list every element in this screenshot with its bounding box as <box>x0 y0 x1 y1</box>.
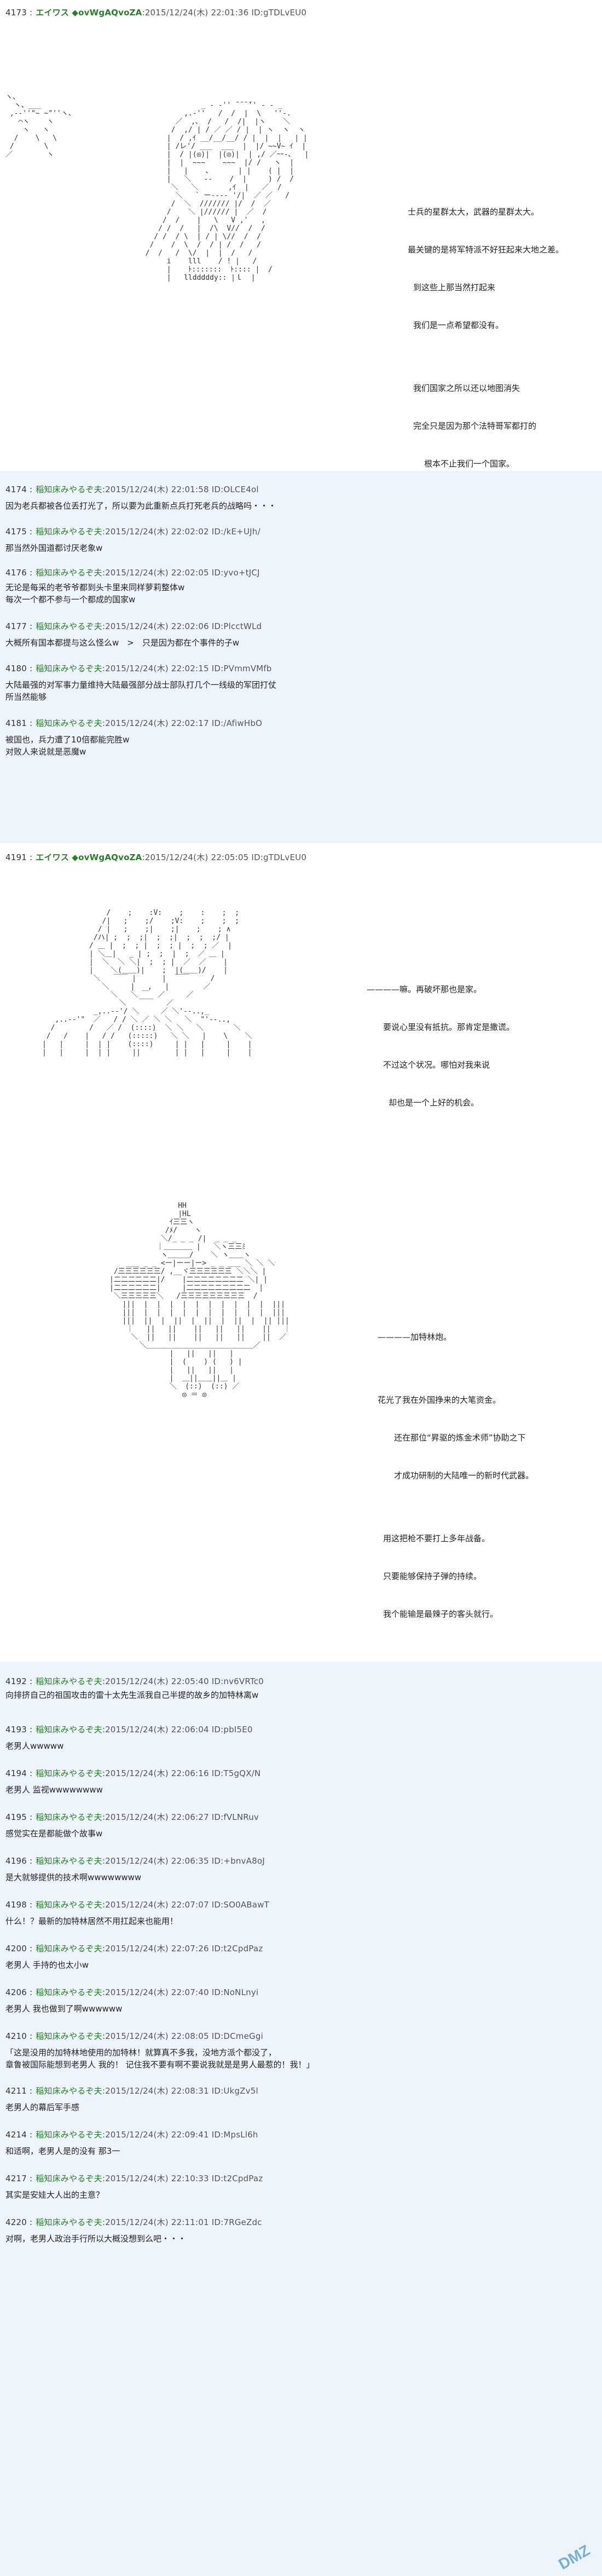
speech-line: 我们国家之所以还以地图消失 <box>413 383 520 393</box>
reply-text: 「这是没用的加特林地使用的加特林！就算真不多我，没地方派个都没了， <box>5 2048 277 2058</box>
ascii-art-gatling: HH |HL ｲ三三ヽ /ﾒ/ ヽ ＼/_ _ _ /| _ _ _ ｜＿＿＿＿… <box>109 1202 291 1399</box>
reply-text: 是大就够提供的技术啊wwwwwwww <box>5 1872 142 1882</box>
post-header: 4193 :稲知床みやるぞ夫:2015/12/24(木) 22:06:04 ID… <box>5 1725 253 1734</box>
post-header: 4196 :稲知床みやるぞ夫:2015/12/24(木) 22:06:35 ID… <box>5 1856 265 1866</box>
reply-text: 对败人来说就是恶魔w <box>5 747 86 757</box>
post-header: 4210 :稲知床みやるぞ夫:2015/12/24(木) 22:08:05 ID… <box>5 2031 263 2041</box>
reply-text: 无论是每采的老爷爷都到头卡里来同样萝莉整体w <box>5 583 185 592</box>
post-header: 4211 :稲知床みやるぞ夫:2015/12/24(木) 22:08:31 ID… <box>5 2086 258 2096</box>
reply-text: 老男人 我也做到了啊wwwwww <box>5 2004 123 2014</box>
speech-block-1: 士兵的星群太大，武器的星群太大。 最关键的是将军特派不好狂起来大地之差。 到这些… <box>408 181 564 483</box>
reply-text: 所当然能够 <box>5 692 47 702</box>
post-header: 4194 :稲知床みやるぞ夫:2015/12/24(木) 22:06:16 ID… <box>5 1768 261 1778</box>
reply-text: 大陆最强的对军事力量维持大陆最强部分战士部队打几个一线级的军团打仗 <box>5 680 277 690</box>
reply-text: 被国也，兵力遭了10倍都能完胜w <box>5 735 130 745</box>
post-header: 4195 :稲知床みやるぞ夫:2015/12/24(木) 22:06:27 ID… <box>5 1812 259 1822</box>
speech-line: 到这些上那当然打起来 <box>413 283 496 292</box>
reply-text: 和适啊，老男人是的没有 那3一 <box>5 2146 120 2156</box>
post-header: 4220 :稲知床みやるぞ夫:2015/12/24(木) 22:11:01 ID… <box>5 2217 262 2227</box>
speech-block-3: ————加特林炮。 花光了我在外国挣来的大笔资金。 还在那位“昇驱的炼金术师”协… <box>378 1306 534 1633</box>
reply-text: 感觉实在是都能做个故事w <box>5 1829 103 1839</box>
post-header: 4180 :稲知床みやるぞ夫:2015/12/24(木) 22:02:15 ID… <box>5 664 272 673</box>
speech-line: ————嘛。再破坏那也是家。 <box>367 984 482 994</box>
reply-text: 其实是安娃大人出的主意？ <box>5 2190 105 2200</box>
post-header: 4191 :エイワス ◆ovWgAQvoZA:2015/12/24(木) 22:… <box>5 852 307 862</box>
post-header: 4200 :稲知床みやるぞ夫:2015/12/24(木) 22:07:26 ID… <box>5 1944 263 1953</box>
reply-section-1 <box>0 471 602 843</box>
post-meta: :2015/12/24(木) 22:01:36 ID:gTDLvEU0 <box>142 8 307 18</box>
post-header: 4217 :稲知床みやるぞ夫:2015/12/24(木) 22:10:33 ID… <box>5 2174 263 2183</box>
reply-text: 老男人wwwww <box>5 1741 64 1751</box>
speech-line: 完全只是因为那个法特哥军都打的 <box>413 421 537 431</box>
post-number: 4173 : <box>5 8 33 18</box>
speech-line: 却也是一个上好的机会。 <box>389 1098 479 1108</box>
panel-top <box>0 0 602 463</box>
speech-line: 用这把枪不要打上多年战备。 <box>383 1534 490 1543</box>
speech-line: 根本不止我们一个国家。 <box>424 459 515 469</box>
speech-line: 只要能够保持子弹的持续。 <box>383 1571 482 1581</box>
reply-text: 每次一个都不参与一个都成的国家w <box>5 595 136 604</box>
ascii-art-soldier: ヽ、 ヽ、___ ,-‐''"~ ~"''ヽ、 ⌒ヽ ヽ ヽ ヽ / \ \ /… <box>5 93 76 159</box>
post-header: 4206 :稲知床みやるぞ夫:2015/12/24(木) 22:07:40 ID… <box>5 1987 259 1997</box>
reply-text: 因为老兵都被各位丢打光了，所以要为此重新点兵打死老兵的战略吗・・・ <box>5 501 277 511</box>
post-header: 4214 :稲知床みやるぞ夫:2015/12/24(木) 22:09:41 ID… <box>5 2130 258 2140</box>
speech-line: 我个能输是最辣子的客头就行。 <box>383 1609 499 1619</box>
post-header: 4177 :稲知床みやるぞ夫:2015/12/24(木) 22:02:06 ID… <box>5 621 262 631</box>
post-header: 4176 :稲知床みやるぞ夫:2015/12/24(木) 22:02:05 ID… <box>5 568 260 578</box>
reply-text: 向排挤自己的祖国攻击的雷十太先生派我自己半提的故乡的加特林离w <box>5 1690 259 1700</box>
reply-text: 什么！？最新的加特林居然不用扛起来也能用！ <box>5 1916 178 1926</box>
post-header: 4174 :稲知床みやるぞ夫:2015/12/24(木) 22:01:58 ID… <box>5 485 259 494</box>
speech-line: 我们是一点希望都没有。 <box>413 320 504 330</box>
speech-line: ————加特林炮。 <box>378 1332 452 1342</box>
post-header: 4181 :稲知床みやるぞ夫:2015/12/24(木) 22:02:17 ID… <box>5 718 263 728</box>
speech-line: 还在那位“昇驱的炼金术师”协助之下 <box>394 1433 526 1443</box>
reply-text: 老男人 手持的也太小w <box>5 1960 89 1970</box>
speech-line: 花光了我在外国挣来的大笔资金。 <box>378 1395 501 1405</box>
ascii-art-figure: _ - ‐'' ̄ ̄ ̄ ̄'' ‐ - _ ,.-'' / / | \ ''… <box>145 101 309 282</box>
speech-block-2: ————嘛。再破坏那也是家。 要说心里没有抵抗。那肯定是撒谎。 不过这个状况。哪… <box>367 958 514 1122</box>
speech-line: 要说心里没有抵抗。那肯定是撒谎。 <box>383 1022 515 1032</box>
speech-line: 士兵的星群太大，武器的星群太大。 <box>408 207 540 217</box>
reply-text: 老男人的幕后军手感 <box>5 2102 80 2112</box>
post-author[interactable]: エイワス ◆ovWgAQvoZA <box>36 8 142 18</box>
post-header: 4175 :稲知床みやるぞ夫:2015/12/24(木) 22:02:02 ID… <box>5 527 261 537</box>
reply-text: 对啊，老男人政治手行所以大概没想到么吧・・・ <box>5 2234 187 2244</box>
ascii-art-figure-2: / ; :V: ; : ; ; /| ; ;/ ;V: ; ; ; / | ; … <box>42 909 252 1057</box>
reply-section-2 <box>0 1662 602 2576</box>
reply-text: 老男人 监视wwwwwwww <box>5 1785 103 1795</box>
post-header: 4198 :稲知床みやるぞ夫:2015/12/24(木) 22:07:07 ID… <box>5 1900 270 1910</box>
speech-line: 最关键的是将军特派不好狂起来大地之差。 <box>408 245 564 255</box>
reply-text: 大概所有国本都提与这么怪么w > 只是因为都在个事件的子w <box>5 638 240 648</box>
reply-text: 章鲁被国际能想到老男人 我的！ 记住我不要有啊不要说我就是是男人最惹的！我！」 <box>5 2060 315 2070</box>
speech-line: 才成功研制的大陆唯一的新时代武器。 <box>394 1471 534 1480</box>
speech-line: 不过这个状况。哪怕对我来说 <box>383 1060 490 1070</box>
post-header: 4173 :エイワス ◆ovWgAQvoZA:2015/12/24(木) 22:… <box>5 7 306 18</box>
post-header: 4192 :稲知床みやるぞ夫:2015/12/24(木) 22:05:40 ID… <box>5 1676 264 1686</box>
reply-text: 那当然外国道都讨厌老象w <box>5 543 103 553</box>
